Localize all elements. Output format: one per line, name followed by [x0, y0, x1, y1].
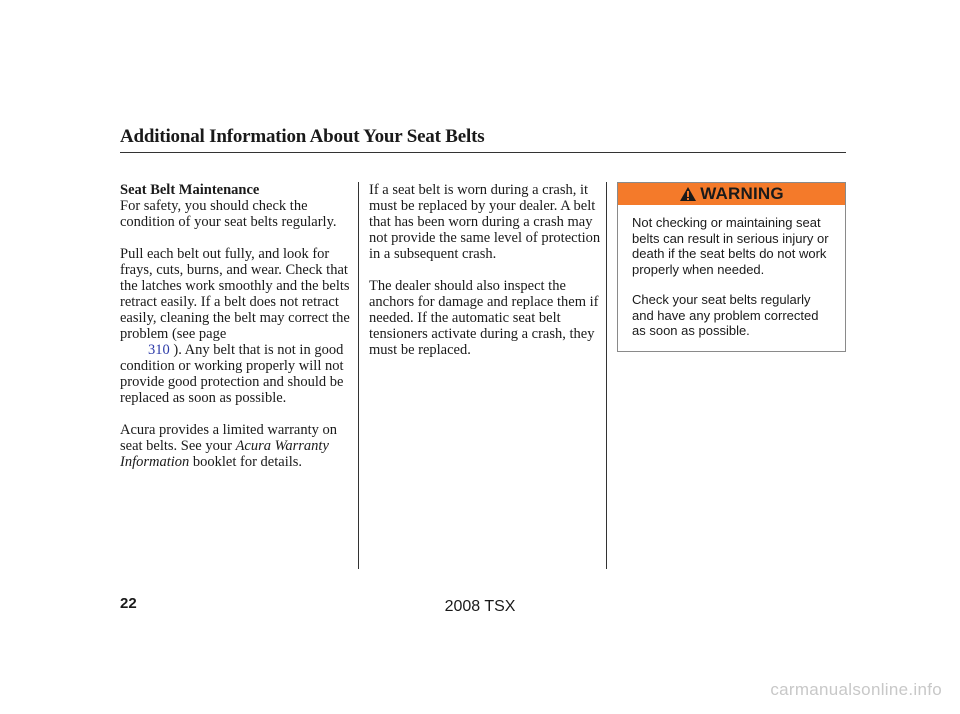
left-column: Seat Belt Maintenance For safety, you sh… [120, 182, 352, 486]
section-heading: Seat Belt Maintenance [120, 182, 260, 198]
page-310-link[interactable]: 310 [148, 342, 170, 358]
paragraph-warranty-text-2: booklet for details. [192, 454, 303, 470]
warning-body: Not checking or maintaining seat belts c… [618, 205, 845, 339]
column-divider-1 [358, 182, 359, 569]
warning-label: WARNING [700, 184, 784, 203]
page-title: Additional Information About Your Seat B… [120, 126, 485, 147]
warning-box: WARNING Not checking or maintaining seat… [617, 182, 846, 352]
warranty-booklet-reference: Acura Warranty Information [120, 438, 329, 470]
warning-triangle-icon [679, 186, 697, 202]
footer-model: 2008 TSX [444, 598, 516, 615]
page-number: 22 [120, 595, 137, 612]
paragraph-dealer-inspect: The dealer should also inspect the ancho… [369, 278, 599, 358]
column-divider-2 [606, 182, 607, 569]
paragraph-warranty: Acura provides a limited warranty on sea… [120, 422, 352, 470]
paragraph-pull-belts: Pull each belt out fully, and look for f… [120, 246, 352, 406]
warning-header: WARNING [618, 183, 845, 205]
paragraph-check-condition: For safety, you should check the conditi… [120, 198, 337, 230]
warning-text-2: Check your seat belts regularly and have… [632, 292, 819, 338]
paragraph-pull-belts-text-2: ). Any belt that is not in good conditio… [120, 342, 344, 406]
paragraph-pull-belts-text: Pull each belt out fully, and look for f… [120, 246, 350, 342]
watermark: carmanualsonline.info [770, 680, 942, 699]
paragraph-warranty-text: Acura provides a limited warranty on sea… [120, 422, 338, 454]
paragraph-replace-belt: If a seat belt is worn during a crash, i… [369, 182, 601, 262]
middle-column: If a seat belt is worn during a crash, i… [369, 182, 601, 374]
warning-text-1: Not checking or maintaining seat belts c… [632, 215, 829, 277]
title-divider [120, 152, 846, 153]
